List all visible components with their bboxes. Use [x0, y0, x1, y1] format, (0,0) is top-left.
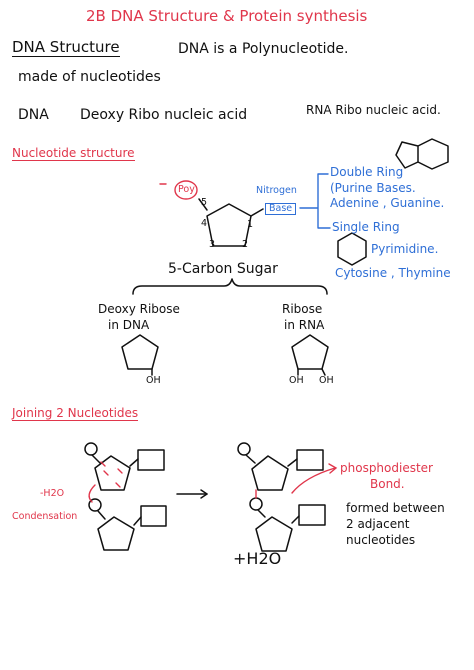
double-ring-icon	[395, 138, 449, 170]
made-of-text: made of nucleotides	[18, 69, 161, 85]
base-label: Base	[265, 203, 297, 215]
condensation-label: Condensation	[12, 511, 78, 522]
pyrimidine-examples: Cytosine , Thymine	[335, 266, 451, 280]
base-top-right	[296, 449, 324, 471]
deoxyribose-in-dna: in DNA	[108, 318, 150, 332]
page-title: 2B DNA Structure & Protein synthesis	[86, 7, 368, 25]
bond-label: Bond.	[370, 477, 405, 491]
plus-water-label: +H2O	[233, 549, 282, 568]
single-ring-label: Single Ring	[332, 220, 400, 234]
formed-line-2: 2 adjacent	[346, 517, 410, 531]
base-bottom-left	[140, 505, 167, 527]
dna-structure-heading: DNA Structure	[12, 38, 120, 57]
carbon-3: 3	[209, 239, 216, 250]
dna-full-name: Deoxy Ribo nucleic acid	[80, 107, 248, 123]
sugar-label: 5-Carbon Sugar	[168, 261, 278, 277]
formed-line-1: formed between	[346, 501, 445, 515]
deoxyribose-oh: OH	[146, 375, 161, 386]
phosphate-circle-bottom-left	[88, 498, 102, 512]
sugar-brace	[132, 278, 328, 295]
carbon-1: 1	[247, 219, 254, 230]
double-ring-label: Double Ring	[330, 165, 404, 179]
single-ring-icon	[337, 232, 367, 266]
ribose-oh-right: OH	[319, 375, 334, 386]
deoxyribose-label: Deoxy Ribose	[98, 302, 180, 316]
ribose-pentagon	[291, 334, 329, 370]
phosphate-circle-bottom-right	[249, 497, 263, 511]
phosphate-label: Poy	[178, 184, 195, 195]
dna-statement: DNA is a Polynucleotide.	[178, 41, 349, 57]
pyrimidine-label: Pyrimidine.	[371, 242, 439, 256]
formed-line-3: nucleotides	[346, 533, 416, 547]
sugar-bottom-left	[97, 516, 135, 551]
rna-full-name: RNA Ribo nucleic acid.	[306, 103, 441, 117]
carbon-4: 4	[201, 218, 208, 229]
joining-heading: Joining 2 Nucleotides	[12, 406, 139, 421]
base-top-left	[137, 449, 165, 471]
phosphate-circle-top-right	[237, 442, 251, 456]
ribose-label: Ribose	[282, 302, 323, 316]
purine-label: (Purine Bases.	[330, 181, 416, 195]
sugar-top-right	[251, 455, 289, 491]
bond-arrow	[291, 467, 336, 494]
sugar-bottom-right	[255, 516, 293, 552]
carbon-5: 5	[201, 197, 208, 208]
carbon-2: 2	[242, 239, 249, 250]
phosphodiester-label: phosphodiester	[340, 461, 433, 475]
purine-examples: Adenine , Guanine.	[330, 196, 445, 210]
dna-label: DNA	[18, 107, 49, 123]
minus-water-label: -H2O	[40, 488, 65, 499]
condensation-link	[88, 484, 96, 503]
nucleotide-structure-heading: Nucleotide structure	[12, 146, 135, 161]
ribose-in-rna: in RNA	[284, 318, 325, 332]
deoxyribose-pentagon	[121, 334, 159, 370]
nitrogen-label: Nitrogen	[256, 185, 297, 196]
base-bracket	[299, 173, 331, 229]
ribose-oh-left: OH	[289, 375, 304, 386]
base-bottom-right	[298, 504, 326, 526]
sugar-base-bond	[250, 208, 264, 217]
phosphate-circle-top-left	[84, 442, 98, 456]
sugar-top-left	[94, 455, 131, 491]
